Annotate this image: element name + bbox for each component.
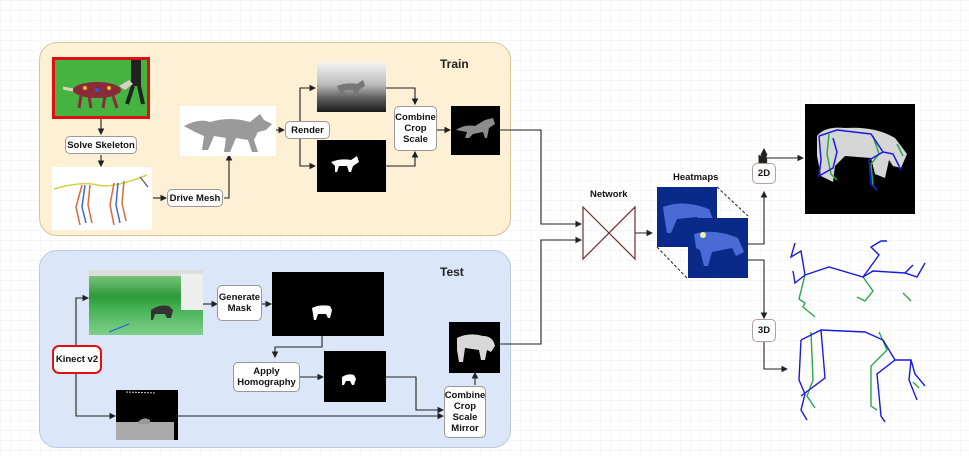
mocap-photo: [52, 57, 150, 119]
render-node: Render: [285, 121, 330, 139]
depth-render-image: [317, 62, 386, 112]
arrow-train-to-network: [500, 129, 583, 228]
arrow-test-to-network: [500, 236, 583, 345]
heatmaps-label: Heatmaps: [673, 172, 719, 183]
arrow-render-to-mask: [299, 130, 317, 170]
generate-line-1: Generate: [218, 292, 261, 303]
arrow-kinect-to-rgb: [75, 294, 90, 345]
train-output-image: [451, 106, 500, 155]
2d-output-node: 2D: [752, 163, 776, 184]
heatmap-dog-icon: [663, 203, 713, 233]
arrow-heatmaps-to-2d: [748, 190, 768, 245]
arrow-drive-to-mesh: [224, 153, 233, 199]
mesh-render-image: [180, 106, 276, 156]
kinect-v2-node: Kinect v2: [52, 345, 102, 374]
2d-skeleton-overlay-icon: [817, 127, 907, 191]
generated-mask-image: [272, 272, 384, 336]
dog-small-mask-icon: [342, 374, 356, 385]
train-panel-title: Train: [440, 57, 469, 71]
silhouette-render-image: [317, 140, 386, 192]
network-bowtie-icon: [582, 205, 636, 261]
mocap-skeleton-image: [52, 167, 152, 230]
homography-line-2: Homography: [237, 377, 296, 388]
heatmap-dashed-links: [656, 186, 749, 279]
arrow-mask-to-homography: [271, 336, 323, 359]
test-output-image: [449, 322, 500, 373]
dog-mask-icon: [312, 305, 332, 320]
3d-skeleton-top-view: [789, 240, 926, 318]
solve-skeleton-label: Solve Skeleton: [67, 139, 135, 151]
combine-line-1: Combine: [395, 112, 436, 123]
combine-mirror-line-2: Crop: [453, 401, 477, 412]
drive-mesh-node: Drive Mesh: [167, 189, 223, 207]
generate-line-2: Mask: [227, 303, 252, 314]
render-label: Render: [291, 124, 324, 136]
arrow-depth-to-combine: [386, 87, 419, 106]
combine-line-2: Crop: [404, 123, 427, 134]
dog-depth-silhouette-icon: [457, 334, 495, 362]
2d-label: 2D: [757, 168, 771, 179]
skeleton-rig-icon: [53, 174, 149, 226]
wolf-gray-silhouette-icon: [456, 118, 495, 138]
3d-output-node: 3D: [752, 319, 776, 342]
arrow-3d-to-result: [763, 342, 789, 373]
wolf-silhouette-icon: [331, 156, 359, 172]
kinect-rgb-image: [89, 270, 203, 335]
arrow-mask2-to-combine: [386, 376, 445, 414]
depth-map-icon: [116, 391, 174, 440]
dog-in-studio-icon: [89, 270, 203, 333]
drive-mesh-label: Drive Mesh: [169, 192, 221, 204]
homography-line-1: Apply: [253, 366, 280, 377]
3d-skeleton-side-view: [798, 329, 926, 423]
arrow-render-to-depth: [299, 84, 317, 130]
2d-pose-result-image: [805, 104, 915, 214]
combine-mirror-line-4: Mirror: [451, 423, 479, 434]
combine-mirror-line-3: Scale: [452, 412, 478, 423]
solve-skeleton-node: Solve Skeleton: [65, 136, 137, 154]
wolf-mesh-icon: [184, 114, 272, 152]
heatmap-dog-keypoint-icon: [694, 231, 744, 266]
3d-label: 3D: [757, 325, 771, 336]
heatmap-front: [688, 218, 748, 278]
kinect-label: Kinect v2: [55, 354, 99, 365]
homography-mask-image: [324, 351, 386, 402]
combine-line-3: Scale: [403, 134, 428, 145]
combine-mirror-line-1: Combine: [444, 390, 486, 401]
arrow-mask-to-combine: [386, 150, 419, 167]
kinect-depth-image: [116, 390, 178, 440]
test-panel-title: Test: [440, 265, 464, 279]
wolf-depth-icon: [337, 80, 365, 96]
network-label: Network: [590, 189, 628, 200]
dog-mocap-suit-icon: [55, 60, 147, 116]
arrow-kinect-to-depth: [75, 373, 117, 420]
arrow-heatmaps-to-3d: [748, 259, 768, 320]
